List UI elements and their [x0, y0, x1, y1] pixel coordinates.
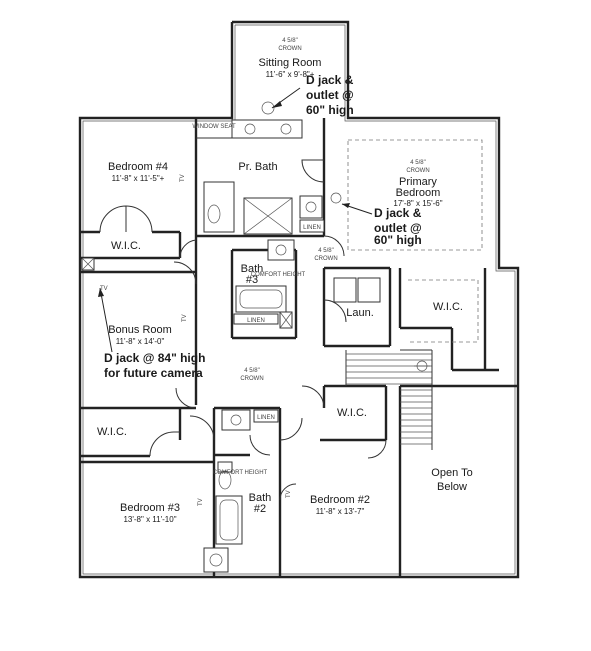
sitting-crown-label: CROWN [278, 46, 301, 52]
annotation-primary: D jack & outlet @ 60" high [341, 203, 422, 247]
note-primary-1: D jack & [374, 206, 422, 220]
bedroom-2: Bedroom #2 11'-8" x 13'-7" [310, 494, 370, 516]
staircase [345, 349, 433, 450]
annotation-sitting: D jack & outlet @ 60" high [271, 73, 354, 117]
wic-left-name: W.I.C. [97, 426, 127, 438]
bath3-num: #3 [246, 274, 258, 286]
primary-name-1: Primary [399, 176, 437, 188]
bedroom3-dim: 13'-8" x 11'-10" [123, 515, 176, 524]
wic-mid-name: W.I.C. [337, 407, 367, 419]
arrowhead-icon [342, 203, 350, 208]
window-seat-label: WINDOW SEAT [192, 124, 236, 130]
bath3-linen: LINEN [247, 318, 265, 324]
bath2-linen: LINEN [257, 415, 275, 421]
open-line1: Open To [431, 467, 472, 479]
sitting-room-name: Sitting Room [259, 57, 322, 69]
open-to-below: Open To Below [431, 467, 472, 493]
hall-top-crown: 4 5/8" [318, 248, 333, 254]
tv-icon: TV [286, 490, 292, 498]
sitting-crown: 4 5/8" [282, 38, 297, 44]
laundry-name: Laun. [346, 307, 374, 319]
tv-icon: TV [198, 498, 204, 506]
bedroom2-name: Bedroom #2 [310, 494, 370, 506]
hall-crown-label: CROWN [240, 376, 263, 382]
bedroom4-dim: 11'-8" x 11'-5"+ [112, 174, 165, 183]
primary-wic-name: W.I.C. [433, 301, 463, 313]
bath-2: Bath #2 COMFORT HEIGHT LINEN [213, 415, 275, 515]
arrowhead-icon [272, 101, 282, 108]
hall-top-crown-label: CROWN [314, 256, 337, 262]
primary-name-2: Bedroom [396, 187, 441, 199]
hall-center: 4 5/8" CROWN [240, 368, 263, 382]
interior-walls [80, 118, 518, 577]
primary-bedroom: 4 5/8" CROWN Primary Bedroom 17'-8" x 15… [393, 160, 442, 208]
bath2-name: Bath [249, 492, 272, 504]
bonus-dim: 11'-8" x 14'-0" [116, 337, 165, 346]
hall-top: 4 5/8" CROWN [314, 248, 337, 262]
note-primary-2: outlet @ [374, 221, 422, 235]
primary-bath: Pr. Bath WINDOW SEAT LINEN [192, 124, 320, 231]
bath2-num: #2 [254, 503, 266, 515]
bonus-room: Bonus Room 11'-8" x 14'-0" [108, 324, 172, 346]
annotation-bonus: D jack @ 84" high for future camera [98, 287, 205, 380]
note-primary-3: 60" high [374, 233, 422, 247]
primary-crown-label: CROWN [406, 168, 429, 174]
note-bonus-2: for future camera [104, 366, 203, 380]
tv-symbols: TV TV TV TV TV [100, 174, 292, 506]
primary-tray-ceiling [347, 139, 483, 251]
bath3-comfort: COMFORT HEIGHT [251, 272, 306, 278]
pr-linen-label: LINEN [303, 225, 321, 231]
bedroom4-wic: W.I.C. [111, 240, 141, 252]
open-line2: Below [437, 481, 467, 493]
primary-crown: 4 5/8" [410, 160, 425, 166]
bedroom-3: Bedroom #3 13'-8" x 11'-10" [120, 502, 180, 524]
arrowhead-icon [98, 288, 104, 297]
bedroom4-name: Bedroom #4 [108, 161, 168, 173]
tv-icon: TV [100, 286, 108, 292]
doors [99, 159, 387, 501]
bedroom2-dim: 11'-8" x 13'-7" [316, 507, 365, 516]
primary-dim: 17'-8" x 15'-6" [393, 199, 442, 208]
fixtures [81, 101, 430, 573]
sitting-room-dim: 11'-6" x 9'-8"+ [266, 70, 315, 79]
bath-3: Bath #3 COMFORT HEIGHT LINEN [241, 263, 306, 324]
note-sitting-1: D jack & [306, 73, 354, 87]
pr-bath-name: Pr. Bath [238, 161, 277, 173]
hall-crown: 4 5/8" [244, 368, 259, 374]
tv-icon: TV [182, 314, 188, 322]
bonus-name: Bonus Room [108, 324, 172, 336]
bath2-comfort: COMFORT HEIGHT [213, 470, 268, 476]
exterior-walls [78, 20, 520, 579]
wic-dashed-outline [408, 279, 479, 343]
bedroom-4: Bedroom #4 11'-8" x 11'-5"+ W.I.C. [108, 161, 168, 252]
bath3-name: Bath [241, 263, 264, 275]
tv-icon: TV [180, 174, 186, 182]
bedroom3-name: Bedroom #3 [120, 502, 180, 514]
note-bonus-1: D jack @ 84" high [104, 351, 205, 365]
note-sitting-3: 60" high [306, 103, 354, 117]
sitting-room: 4 5/8" CROWN Sitting Room 11'-6" x 9'-8"… [259, 38, 322, 79]
note-sitting-2: outlet @ [306, 88, 354, 102]
